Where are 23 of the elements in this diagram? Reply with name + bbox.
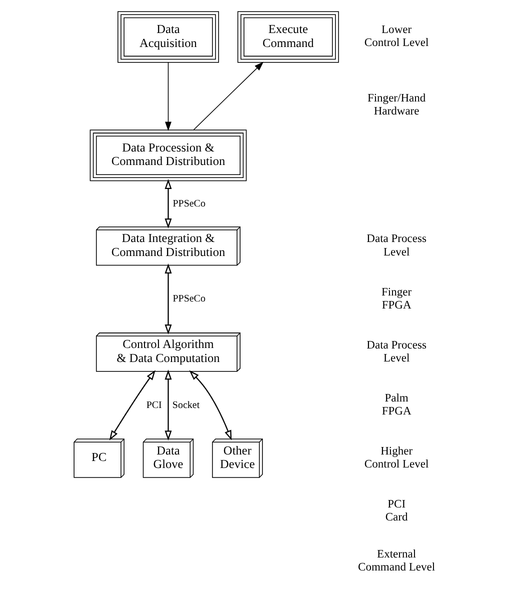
arrow: [164, 178, 172, 228]
arrow: [109, 370, 156, 440]
label: Finger/Hand Hardware: [367, 92, 426, 118]
node-box: Execute Command: [237, 11, 339, 63]
label: External Command Level: [358, 548, 436, 574]
edge-label: PPSeCo: [172, 294, 206, 305]
arrow: [193, 62, 264, 130]
label: Finger FPGA: [382, 286, 412, 312]
arrow: [165, 62, 172, 131]
node-box: Data Acquisition: [118, 11, 219, 63]
label: Palm FPGA: [382, 392, 412, 418]
edge-label: PPSeCo: [172, 198, 206, 210]
arrow: [189, 370, 232, 440]
label: Lower Control Level: [364, 24, 429, 50]
label: Higher Control Level: [364, 445, 429, 470]
label: Data Process Level: [366, 233, 426, 258]
label: PCI Card: [385, 498, 408, 524]
node-box: Data Procession & Command Distribution: [90, 130, 247, 182]
label: Data Process Level: [366, 339, 426, 364]
arrow: [164, 264, 172, 335]
arrow: [164, 370, 172, 441]
edge-label: PCI: [146, 400, 162, 411]
edge-label: Socket: [172, 400, 200, 411]
